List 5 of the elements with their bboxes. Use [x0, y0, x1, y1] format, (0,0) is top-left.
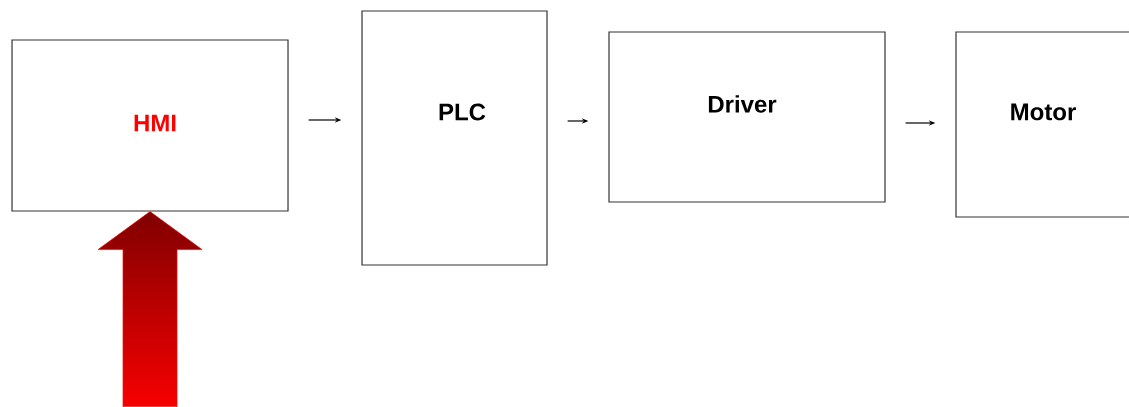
process-box: Driver — [608, 31, 886, 203]
block-arrow — [97, 211, 203, 407]
process-box: PLC — [361, 10, 548, 266]
process-box: Motor — [955, 31, 1129, 218]
process-box: HMI — [11, 39, 289, 212]
